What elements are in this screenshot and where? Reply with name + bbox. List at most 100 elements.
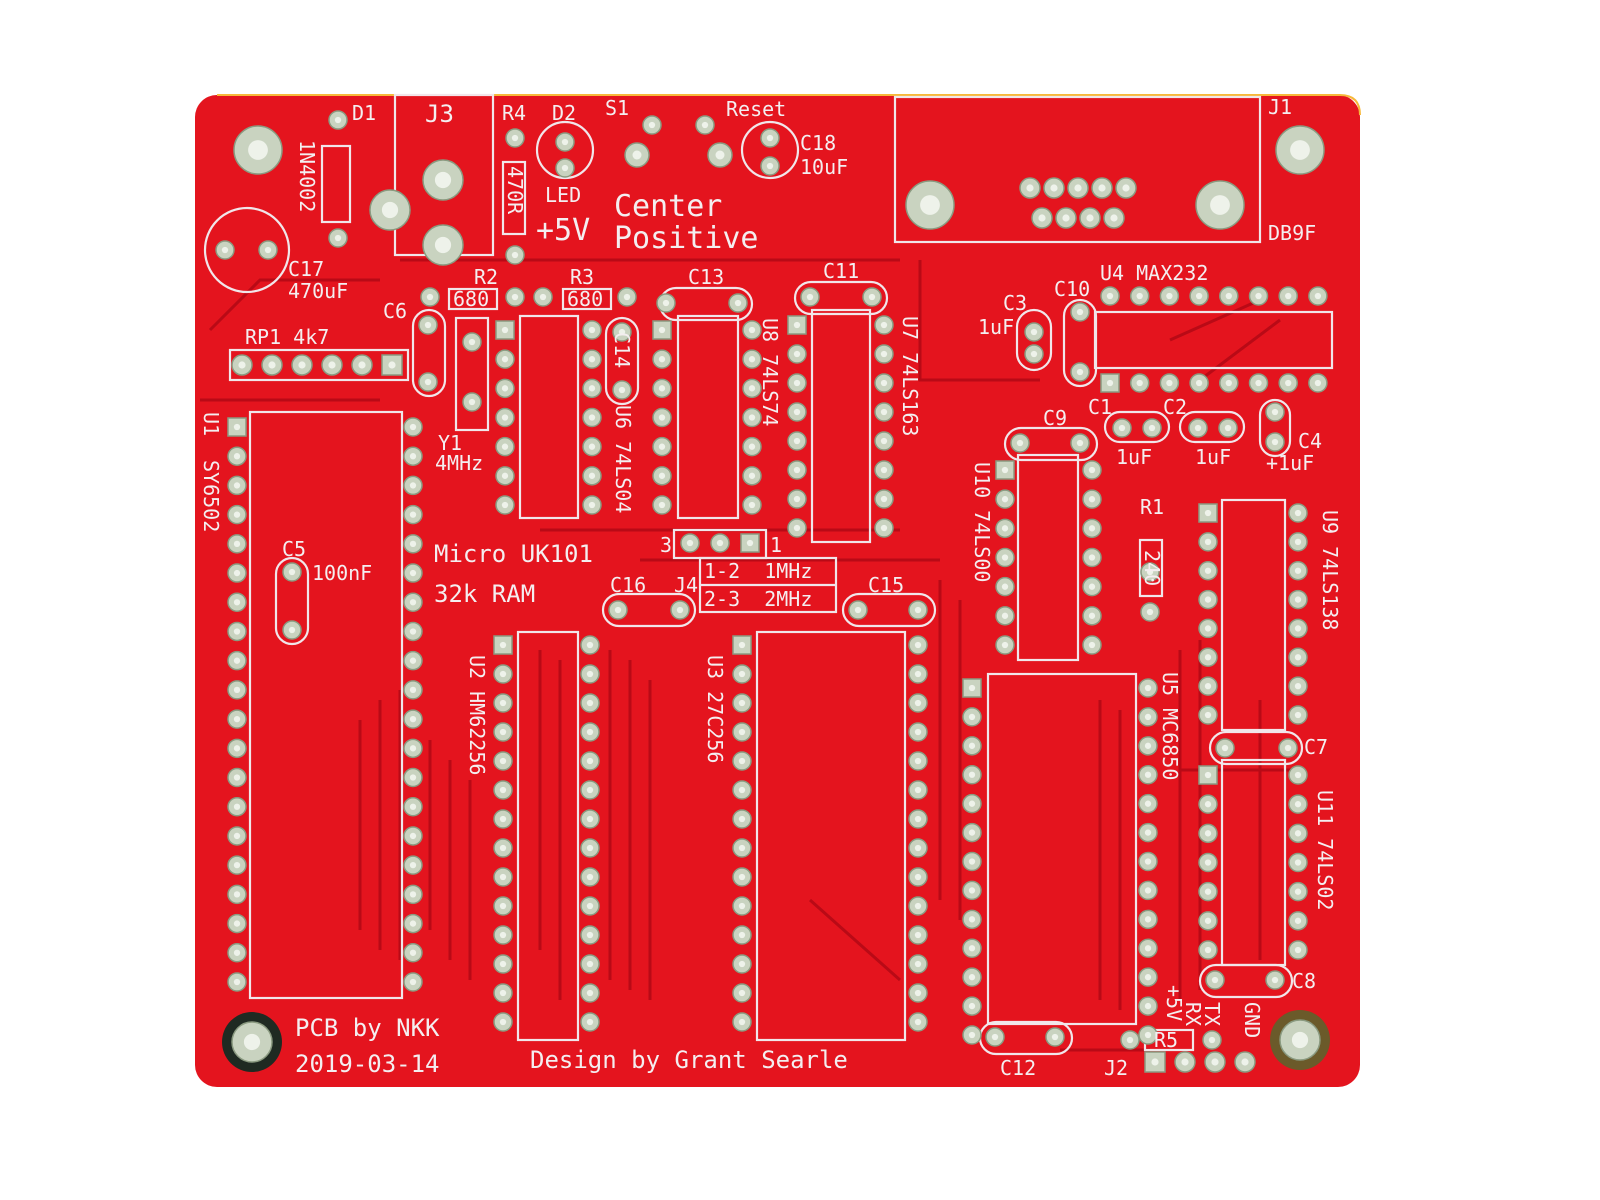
- drill-hole: [1204, 567, 1212, 574]
- drill-hole: [409, 832, 417, 840]
- drill-hole: [738, 931, 746, 939]
- drill-hole: [409, 715, 417, 723]
- drill-hole: [1195, 379, 1203, 387]
- label-c3: C3: [1003, 291, 1027, 315]
- drill-hole: [499, 1018, 507, 1026]
- label-u4: U4 MAX232: [1100, 261, 1208, 285]
- drill-hole: [1195, 292, 1203, 300]
- drill-hole: [501, 385, 509, 392]
- drill-hole: [880, 379, 888, 387]
- drill-hole: [499, 989, 507, 997]
- drill-hole: [1294, 509, 1302, 517]
- drill-hole: [1001, 612, 1009, 619]
- label-positive: Positive: [614, 221, 759, 256]
- drill-hole: [499, 728, 507, 736]
- drill-hole: [586, 931, 594, 939]
- drill-hole: [499, 786, 507, 794]
- drill-hole: [738, 641, 746, 649]
- drill-hole: [409, 920, 417, 927]
- label-c18-value: 10uF: [800, 155, 848, 179]
- drill-hole: [738, 989, 746, 997]
- drill-hole: [233, 832, 241, 840]
- drill-hole: [1062, 214, 1070, 222]
- drill-hole: [1001, 466, 1009, 474]
- label-c10: C10: [1054, 277, 1090, 301]
- drill-hole: [1194, 424, 1202, 432]
- credit-pcb: PCB by NKK: [295, 1014, 440, 1042]
- label-d1: D1: [352, 101, 376, 125]
- drill-hole: [1144, 1002, 1152, 1010]
- drill-hole: [880, 408, 888, 416]
- drill-hole: [914, 786, 922, 794]
- drill-hole: [499, 902, 507, 910]
- drill-hole: [1122, 184, 1130, 192]
- drill-hole: [248, 140, 268, 160]
- drill-hole: [614, 606, 622, 614]
- label-c7: C7: [1304, 735, 1328, 759]
- drill-hole: [586, 960, 594, 968]
- board-subtitle: 32k RAM: [434, 580, 535, 608]
- drill-hole: [880, 437, 888, 445]
- drill-hole: [1291, 1031, 1309, 1049]
- drill-hole: [968, 916, 976, 923]
- drill-hole: [793, 321, 801, 329]
- drill-hole: [1151, 1058, 1159, 1066]
- board-date: 2019-03-14: [295, 1050, 440, 1078]
- drill-hole: [1204, 625, 1212, 632]
- drill-hole: [1144, 974, 1152, 981]
- drill-hole: [968, 887, 976, 894]
- drill-hole: [746, 539, 754, 547]
- drill-hole: [1088, 496, 1096, 503]
- label-plus5v: +5V: [536, 213, 590, 248]
- label-rp1: RP1 4k7: [245, 325, 329, 349]
- drill-hole: [1144, 887, 1152, 894]
- drill-hole: [511, 251, 519, 259]
- drill-hole: [233, 715, 241, 723]
- label-p5v: +5V: [1162, 985, 1186, 1021]
- drill-hole: [618, 386, 626, 394]
- drill-hole: [499, 873, 507, 881]
- drill-hole: [738, 757, 746, 765]
- label-c1: C1: [1088, 395, 1112, 419]
- drill-hole: [1204, 830, 1212, 837]
- drill-hole: [501, 326, 509, 334]
- component-outlines: [203, 93, 1334, 1056]
- drill-hole: [1204, 801, 1212, 808]
- drill-hole: [334, 234, 342, 242]
- drill-hole: [658, 472, 666, 479]
- drill-hole: [501, 501, 509, 509]
- drill-hole: [914, 670, 922, 678]
- drill-hole: [588, 326, 596, 334]
- drill-hole: [424, 378, 432, 386]
- drill-hole: [1144, 829, 1152, 836]
- drill-hole: [738, 873, 746, 881]
- drill-hole: [1204, 682, 1212, 690]
- label-j3: J3: [425, 100, 454, 128]
- label-jumper-1-2: 1-2 1MHz: [704, 559, 812, 583]
- label-j4: J4: [674, 573, 698, 597]
- label-r1: R1: [1140, 495, 1164, 519]
- drill-hole: [586, 728, 594, 736]
- label-j4-pin1: 1: [770, 533, 782, 557]
- drill-hole: [499, 757, 507, 765]
- drill-hole: [968, 974, 976, 981]
- drill-hole: [233, 978, 241, 986]
- drill-hole: [409, 745, 417, 752]
- drill-hole: [1166, 292, 1173, 300]
- drill-hole: [586, 641, 594, 649]
- label-c4: C4: [1298, 429, 1322, 453]
- drill-hole: [914, 815, 922, 823]
- label-c1-value: 1uF: [1116, 445, 1152, 469]
- drill-hole: [686, 539, 694, 547]
- silkscreen-labels: D1 1N4002 J3 R4 470R D2 LED S1 Reset C18…: [199, 95, 1342, 1080]
- drill-hole: [511, 293, 519, 301]
- label-r4: R4: [502, 101, 526, 125]
- drill-hole: [233, 569, 241, 577]
- drill-hole: [586, 844, 594, 852]
- label-c17-value: 470uF: [288, 279, 348, 303]
- drill-hole: [1285, 379, 1292, 387]
- drill-hole: [618, 328, 626, 336]
- drill-hole: [586, 786, 594, 794]
- drill-hole: [409, 540, 417, 547]
- label-j4-pin3: 3: [660, 533, 672, 557]
